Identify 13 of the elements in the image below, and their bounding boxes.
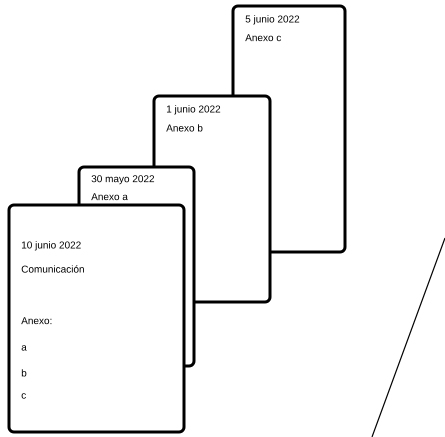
- card-text: Anexo a: [91, 193, 128, 200]
- card-text: c: [22, 393, 26, 399]
- card-text: 30 mayo 2022: [92, 175, 154, 184]
- card-text: 5 junio 2022: [246, 15, 300, 25]
- card-text: Anexo c: [245, 34, 282, 42]
- card-text: 1 junio 2022: [166, 105, 220, 115]
- card-text: b: [22, 369, 26, 377]
- card-text: Anexo:: [21, 317, 52, 324]
- card-text: 10 junio 2022: [22, 241, 81, 251]
- card-text: a: [22, 345, 27, 351]
- card-text: Comunicación: [22, 265, 84, 273]
- document-card: [8, 204, 186, 434]
- card-text: Anexo b: [166, 124, 202, 132]
